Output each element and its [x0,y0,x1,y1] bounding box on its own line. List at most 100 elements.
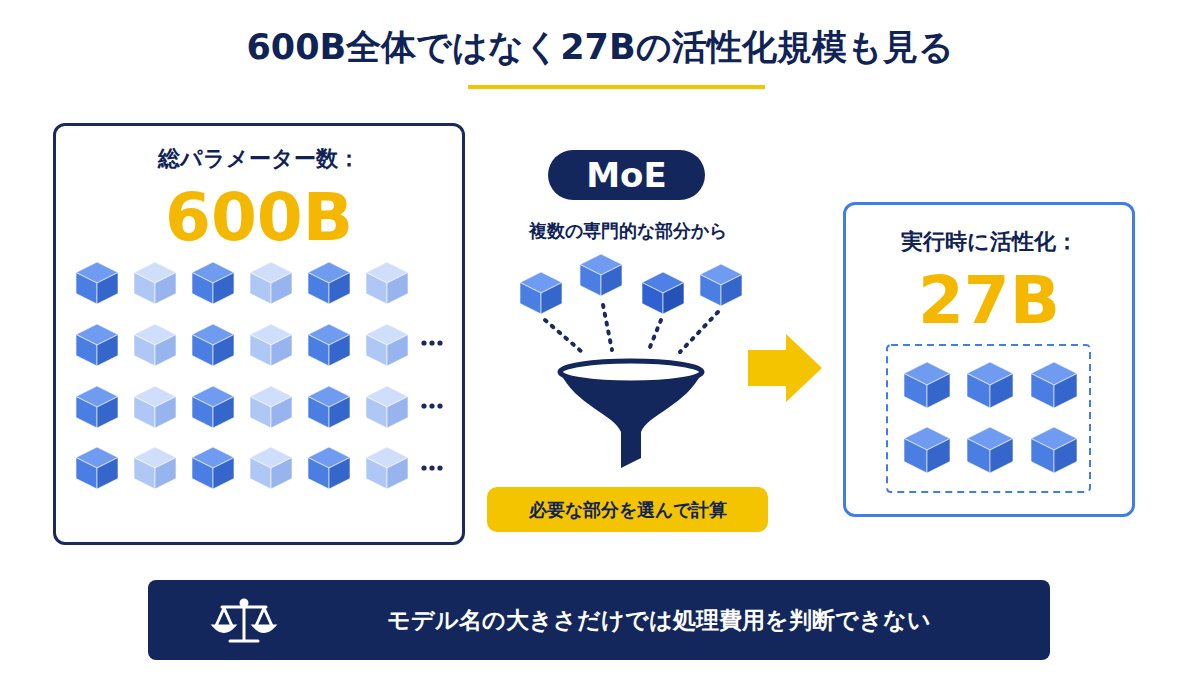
cube-face [541,283,562,315]
cube-face [250,335,271,367]
node-heading: MoE [548,150,705,200]
cube-face [700,275,721,307]
cube-face [904,362,950,385]
dot [421,340,426,345]
cube-face [97,273,118,305]
cube-face [308,447,350,468]
cube-face [601,265,622,297]
cube-face [387,458,408,490]
cube-symbol [967,427,1013,473]
moe-pill: MoE [548,150,705,200]
cube-face [967,427,1013,450]
cube-symbol [134,386,176,428]
cube-symbol [1031,362,1077,408]
cube-face [366,386,408,407]
cube-face [967,362,1013,385]
cube-face [155,273,176,305]
cube-symbol [250,386,292,428]
cube-face [192,262,234,283]
cube-face [250,458,271,490]
cube-face [1054,374,1077,409]
cube-face [155,458,176,490]
leader [680,312,718,352]
cube-symbol [700,264,742,306]
cube-face [990,374,1013,409]
cube-symbol [250,262,292,304]
cube-face [76,447,118,468]
conclusion-band: モデル名の大きさだけでは処理費用を判断できない [148,580,1050,660]
cube-face [329,458,350,490]
cube-face [904,427,950,450]
cube-symbol [308,262,350,304]
cube-face [250,324,292,345]
cube-face [271,273,292,305]
cube-face [308,324,350,345]
cube-face [1031,362,1077,385]
cube-face [213,397,234,429]
cube-symbol [134,262,176,304]
cube-face [927,439,950,474]
dashed-group [887,345,1090,492]
node-value: 600B [56,178,462,258]
cube-symbol [580,254,622,296]
leader [545,320,582,352]
cube-symbol [192,324,234,366]
cube-face [76,397,97,429]
ellipsis-dots [421,340,442,470]
cube-face [308,262,350,283]
cube-face [927,374,950,409]
cube-face [134,335,155,367]
cube-symbol [192,447,234,489]
cube-face [192,397,213,429]
cube-symbol [76,386,118,428]
cube-face [329,397,350,429]
leader [648,320,661,352]
cube-face [520,283,541,315]
cube-face [192,458,213,490]
cube-symbol [642,272,684,314]
cube-face [308,386,350,407]
cube-face [366,397,387,429]
dot [429,465,434,470]
cube-face [97,458,118,490]
cube-face [134,397,155,429]
diagram-title: 600B全体ではなく27Bの活性化規模も見る [0,24,1200,71]
cube-face [904,439,927,474]
node-heading: 必要な部分を選んで計算 [487,487,768,532]
cube-face [213,273,234,305]
cube-symbol [366,262,408,304]
cube-face [308,397,329,429]
cube-face [76,335,97,367]
cube-face [134,262,176,283]
cube-face [134,273,155,305]
cube-face [192,447,234,468]
cube-symbol [904,427,950,473]
node-heading: モデル名の大きさだけでは処理費用を判断できない [148,580,1050,660]
funnel-symbol [560,361,702,468]
cube-face [134,324,176,345]
cube-face [366,273,387,305]
cube-face [308,335,329,367]
cube-symbol [134,447,176,489]
cube-symbol [366,324,408,366]
flow-arrow [748,334,822,402]
cube-face [308,273,329,305]
cube-face [700,264,742,285]
cube-face [250,397,271,429]
cube-symbol [134,324,176,366]
cube-face [213,458,234,490]
cube-face [97,335,118,367]
cube-face [192,386,234,407]
dotted-leaders [545,305,718,352]
select-compute-pill: 必要な部分を選んで計算 [487,487,768,532]
cube-face [76,386,118,407]
cube-face [329,335,350,367]
cube-face [990,439,1013,474]
cube-symbol [366,447,408,489]
funnel-rim [560,361,702,383]
cube-symbol [520,272,562,314]
cube-face [271,458,292,490]
cube-symbol [366,386,408,428]
cube-face [213,335,234,367]
cube-face [580,265,601,297]
